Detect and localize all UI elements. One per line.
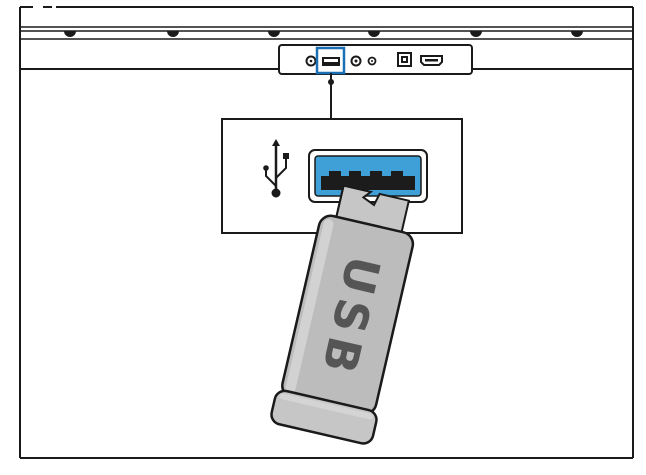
usb-a-receptacle-icon xyxy=(308,149,428,203)
usb-flash-drive: USB xyxy=(270,184,415,445)
callout-connector xyxy=(328,73,334,119)
usb-trident-icon xyxy=(263,139,289,198)
usb-drive-cap xyxy=(270,389,378,445)
mounting-screws xyxy=(64,31,583,37)
usb-port-highlighted xyxy=(315,46,346,75)
screw-icon xyxy=(571,31,583,37)
diagram-frame xyxy=(19,6,634,459)
connector-panel xyxy=(278,44,473,75)
optical-port-icon xyxy=(397,52,412,67)
screw-icon xyxy=(470,31,482,37)
circle-jack-icon xyxy=(350,55,362,67)
screw-icon xyxy=(167,31,179,37)
screw-icon xyxy=(368,31,380,37)
small-jack-icon xyxy=(367,56,377,66)
hdmi-port-icon xyxy=(420,55,443,66)
screw-icon xyxy=(268,31,280,37)
round-jack-icon xyxy=(305,55,317,67)
screw-icon xyxy=(64,31,76,37)
